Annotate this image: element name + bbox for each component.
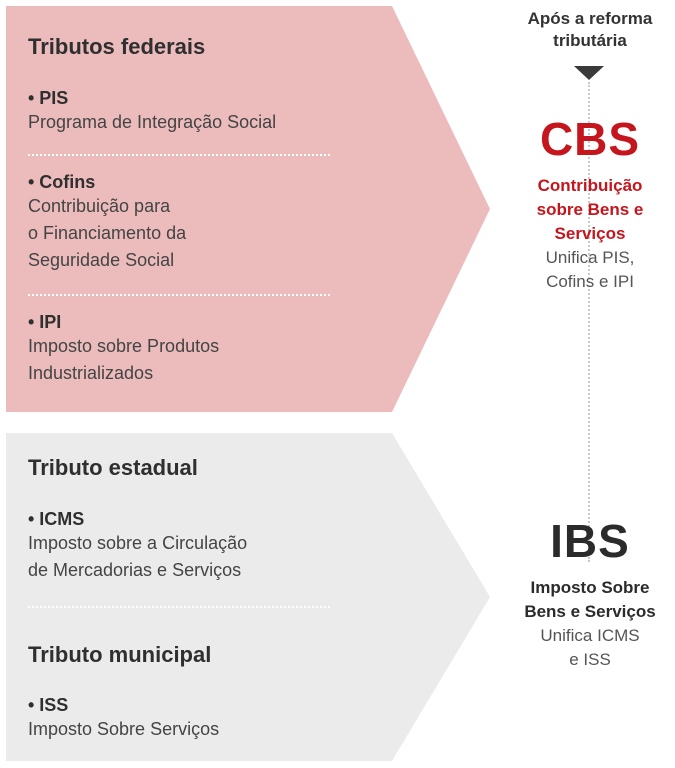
cofins-desc-line: o Financiamento da [28,223,187,243]
ibs-full-line: Imposto Sobre [530,578,650,597]
icms-name: • ICMS [28,509,85,529]
pis-item: • PIS Programa de Integração Social [28,88,276,136]
iss-desc: Imposto Sobre Serviços [28,719,220,739]
reform-header-line: Após a reforma [527,9,653,28]
cbs-acronym: CBS [539,113,641,165]
cofins-item: • Cofins Contribuição para o Financiamen… [28,172,186,274]
ibs-full-line: Bens e Serviços [524,602,656,621]
ibs-note-line: Unifica ICMS [540,626,640,645]
divider [28,154,330,156]
icms-desc-line: de Mercadorias e Serviços [28,560,242,580]
cbs-note-line: Unifica PIS, [545,248,635,267]
state-municipal-chevron [6,433,490,761]
cbs-full-line: Contribuição [537,176,643,195]
divider [28,606,330,608]
iss-item: • ISS Imposto Sobre Serviços [28,695,219,743]
ipi-item: • IPI Imposto sobre Produtos Industriali… [28,312,219,387]
icms-desc-line: Imposto sobre a Circulação [28,533,248,553]
cbs-full-line: Serviços [554,224,626,243]
arrow-down-icon [574,66,604,80]
ipi-name: • IPI [28,312,62,332]
cofins-desc-line: Seguridade Social [28,250,175,270]
cbs-full-line: sobre Bens e [536,200,644,219]
cbs-panel: CBS Contribuição sobre Bens e Serviços U… [500,112,675,294]
municipal-title: Tributo municipal [28,642,212,667]
reform-header: Após a reforma tributária [500,8,675,52]
icms-item: • ICMS Imposto sobre a Circulação de Mer… [28,509,247,584]
ipi-desc-line: Industrializados [28,363,154,383]
pis-desc: Programa de Integração Social [28,112,277,132]
reform-header-line: tributária [553,31,627,50]
federal-title: Tributos federais [28,34,206,59]
state-title: Tributo estadual [28,455,198,480]
ipi-desc-line: Imposto sobre Produtos [28,336,220,356]
cofins-name: • Cofins [28,172,96,192]
cofins-desc-line: Contribuição para [28,196,171,216]
cbs-note-line: Cofins e IPI [546,272,634,291]
ibs-acronym: IBS [550,515,630,567]
ibs-panel: IBS Imposto Sobre Bens e Serviços Unific… [500,514,675,672]
iss-name: • ISS [28,695,69,715]
pis-name: • PIS [28,88,69,108]
divider [28,294,330,296]
federal-chevron [6,6,490,412]
timeline-dotted-line [588,82,590,562]
ibs-note-line: e ISS [569,650,611,669]
